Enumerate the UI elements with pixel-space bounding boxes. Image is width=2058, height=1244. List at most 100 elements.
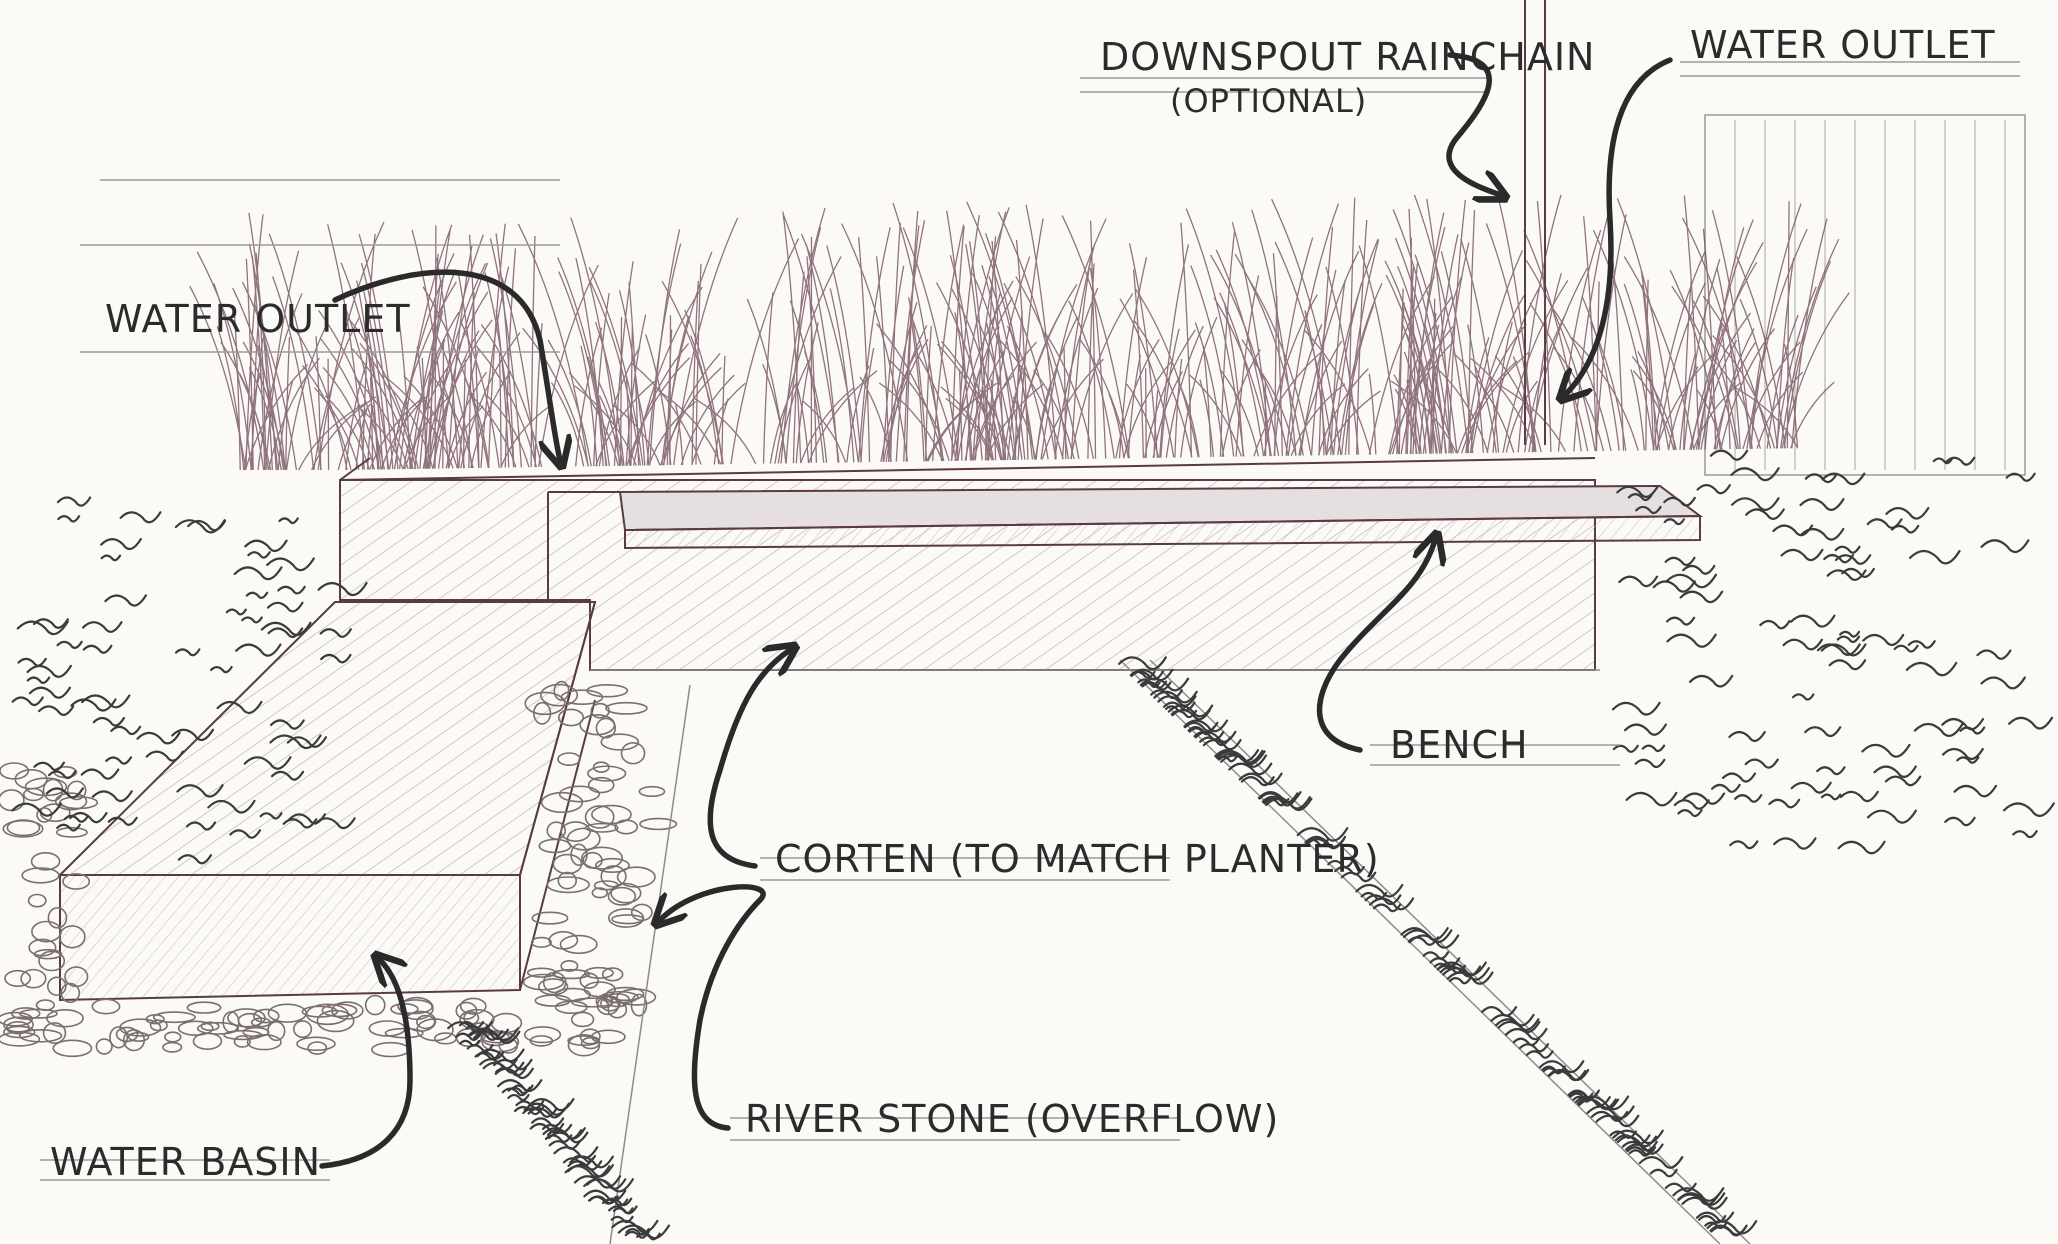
grass-blade — [1384, 260, 1441, 454]
shrub-mark — [259, 812, 283, 820]
grass-blade — [1210, 254, 1280, 457]
grass-blade — [268, 233, 322, 471]
shrub-mark — [459, 1039, 481, 1047]
grass-blade — [858, 237, 871, 463]
grass-blade — [1108, 393, 1125, 459]
shrub-mark — [1696, 484, 1731, 495]
shrub-mark — [11, 802, 63, 817]
grass-blade — [1202, 345, 1212, 457]
grass-blade — [1557, 229, 1602, 452]
shrub-mark — [11, 696, 44, 707]
grass-blade — [1348, 197, 1356, 455]
grass-blade — [495, 309, 510, 468]
shrub-mark — [1772, 524, 1814, 537]
grass-blade — [1189, 374, 1242, 457]
stone — [35, 999, 55, 1011]
shrub-mark — [243, 756, 292, 770]
shrub-mark — [1826, 569, 1867, 581]
stone — [42, 1022, 67, 1044]
grass-blade — [1695, 242, 1764, 450]
grass-blade — [1068, 300, 1115, 459]
grass-blade — [649, 229, 681, 466]
shrub-mark — [587, 1195, 617, 1205]
stone — [607, 908, 645, 928]
shrub-mark — [1816, 766, 1846, 776]
stone — [610, 882, 642, 904]
grass-blade — [1034, 316, 1079, 460]
shrub-mark — [553, 1146, 599, 1160]
grass-blade — [1434, 365, 1489, 453]
shrub-mark — [1364, 894, 1402, 906]
shrub-mark — [1238, 772, 1283, 786]
arrow-corten — [707, 650, 790, 869]
grass-blade — [1007, 353, 1027, 461]
stone — [20, 968, 47, 989]
grass-blade — [875, 323, 945, 462]
grass-blade — [1655, 350, 1718, 451]
shrub-mark — [1618, 575, 1659, 588]
stone — [579, 972, 599, 989]
grass-blade — [480, 324, 543, 468]
grass-blade — [1221, 349, 1261, 457]
stone — [54, 792, 88, 811]
shrub-mark — [1800, 527, 1845, 541]
shrub-mark — [16, 620, 69, 636]
stone — [397, 999, 433, 1015]
grass-blade — [1194, 322, 1225, 457]
shrub-mark — [527, 1107, 566, 1119]
stone — [606, 986, 645, 1002]
grass-blade — [1460, 351, 1530, 454]
shrub-mark — [1612, 744, 1639, 753]
shrub-mark — [1688, 674, 1734, 688]
grass-blade — [1456, 360, 1518, 454]
grass-blade — [285, 337, 291, 471]
grass-blade — [1330, 280, 1346, 456]
grass-blade — [1406, 334, 1431, 454]
grass-blade — [632, 286, 703, 466]
grass-blade — [1750, 357, 1762, 449]
label-bench: BENCH — [1390, 723, 1529, 767]
grass-blade — [1274, 241, 1334, 456]
shrub-mark — [1836, 635, 1861, 644]
grass-blade — [950, 280, 1014, 461]
grass-blade — [680, 374, 735, 466]
shrub-mark — [176, 784, 224, 798]
grass-blade — [1700, 339, 1738, 450]
shrub-mark — [1422, 951, 1450, 960]
grass-blade — [1505, 380, 1538, 453]
grass-blade — [1681, 217, 1753, 449]
stone — [566, 827, 601, 851]
grass-blade — [570, 217, 621, 466]
stone — [538, 978, 569, 996]
shrub-mark — [1682, 792, 1726, 805]
grass-blade — [1448, 199, 1467, 454]
grass-blade — [242, 341, 286, 471]
grass-blade — [1127, 354, 1142, 459]
grass-blade — [1015, 276, 1080, 460]
shrub-mark — [1638, 1156, 1684, 1169]
grass-blade — [675, 404, 684, 465]
grass-blade — [1716, 328, 1755, 450]
shrub-mark — [1773, 837, 1817, 850]
stone — [192, 1032, 223, 1050]
stone — [531, 911, 569, 925]
shrub-mark — [1679, 590, 1724, 604]
grass-blade — [661, 251, 713, 466]
shrub-mark — [1624, 1143, 1664, 1155]
shrub-mark — [1709, 449, 1749, 461]
stone — [62, 873, 91, 890]
shrub-mark — [1730, 467, 1780, 482]
grass-blade — [782, 214, 840, 463]
stone — [55, 826, 88, 838]
stone — [587, 765, 627, 782]
grass-blade — [1119, 298, 1175, 458]
grass-blade — [1388, 295, 1453, 455]
grass-blade — [782, 211, 802, 464]
grass-blade — [1235, 275, 1260, 457]
shrub-mark — [100, 537, 142, 551]
grass-blade — [972, 211, 1007, 461]
shrub-mark — [1187, 725, 1216, 735]
shrub-mark — [1907, 640, 1936, 649]
grass-blade — [495, 233, 515, 468]
